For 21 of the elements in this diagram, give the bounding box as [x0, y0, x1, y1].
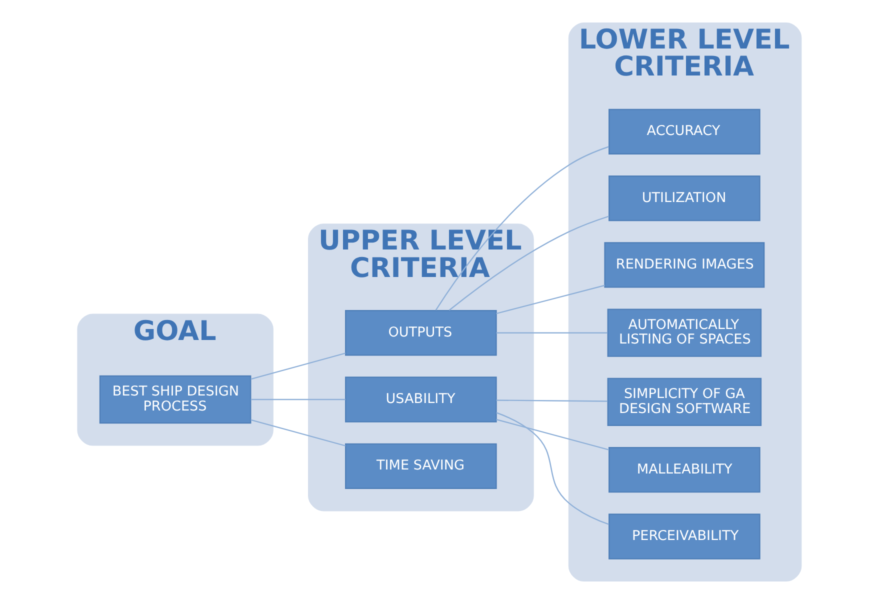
node-box: OUTPUTS [345, 310, 497, 356]
connector [250, 419, 346, 446]
node-box: PERCEIVABILITY [608, 514, 760, 560]
node-box: TIME SAVING [345, 443, 497, 489]
connector [496, 412, 609, 525]
connector [250, 398, 346, 400]
node-box: ACCURACY [608, 108, 760, 155]
connector [448, 216, 609, 311]
connector [250, 352, 346, 380]
node-box: USABILITY [345, 376, 497, 422]
connector [496, 284, 605, 314]
connector [496, 400, 608, 402]
connector [435, 146, 609, 310]
node-box: UTILIZATION [608, 176, 760, 222]
node-box: RENDERING IMAGES [604, 242, 765, 288]
connector [496, 418, 610, 450]
node-box: SIMPLICITY OF GA DESIGN SOFTWARE [607, 378, 762, 426]
connector [496, 332, 608, 334]
node-box: AUTOMATICALLY LISTING OF SPACES [607, 308, 762, 357]
node-box: MALLEABILITY [608, 447, 760, 493]
node-box: BEST SHIP DESIGN PROCESS [99, 375, 252, 424]
